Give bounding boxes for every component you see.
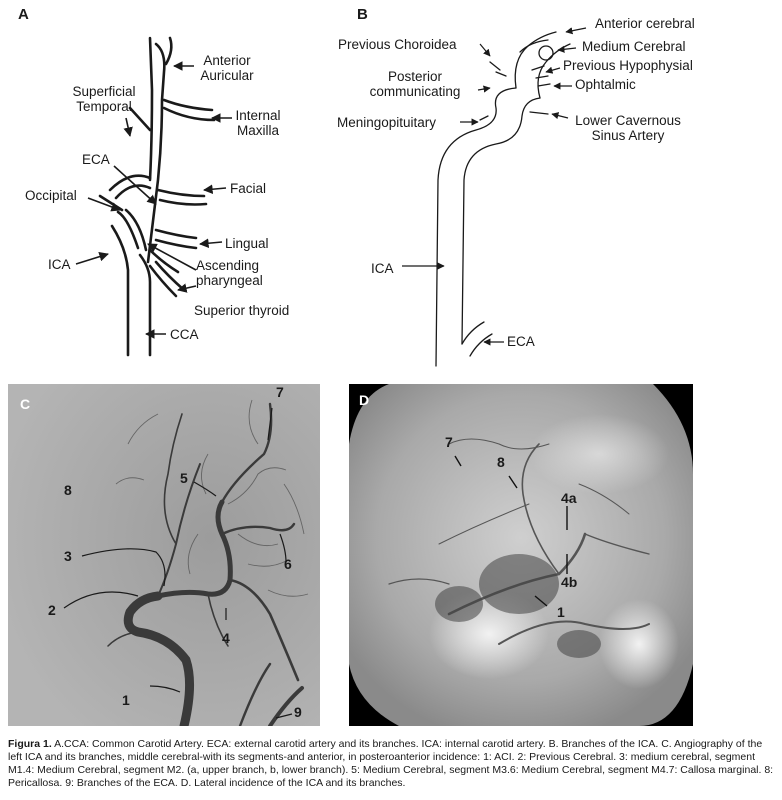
caption-text: A.CCA: Common Carotid Artery. ECA: exter… [8,738,774,789]
d-number-4b: 4b [561,574,578,590]
c-number-4: 4 [222,630,230,646]
d-number-1: 1 [557,604,565,620]
figure-caption: Figura 1. A.CCA: Common Carotid Artery. … [8,738,774,790]
label-occipital: Occipital [25,188,77,203]
d-number-4a: 4a [561,490,577,506]
label-medium-cerebral: Medium Cerebral [582,39,686,54]
c-number-6: 6 [284,556,292,572]
label-ophtalmic: Ophtalmic [575,77,636,92]
angiogram-c: C 8 7 5 6 3 2 4 1 9 [8,384,320,726]
c-number-8: 8 [64,482,72,498]
label-cca: CCA [170,327,199,342]
label-facial: Facial [230,181,267,196]
label-meningopituitary: Meningopituitary [337,115,437,130]
label-eca-b: ECA [507,334,535,349]
label-eca: ECA [82,152,110,167]
label-ica-b: ICA [371,261,394,276]
label-anterior-cerebral: Anterior cerebral [595,16,695,31]
d-number-7: 7 [445,434,453,450]
c-number-7: 7 [276,384,284,400]
angiogram-d-vessels [349,384,693,726]
panel-b-letter: B [357,6,368,23]
label-previous-choroidea: Previous Choroidea [338,37,457,52]
panel-b-artery-diagram [402,27,587,367]
label-previous-hypophysial: Previous Hypophysial [563,58,693,73]
panel-a-letter: A [18,6,29,23]
angiogram-c-vessels [8,384,320,726]
c-number-5: 5 [180,470,188,486]
label-lingual: Lingual [225,236,269,251]
c-number-2: 2 [48,602,56,618]
c-number-1: 1 [122,692,130,708]
angiogram-d: D 7 8 4a 4b 1 [349,384,693,726]
panel-a-artery-diagram [75,36,232,357]
label-ica-a: ICA [48,257,71,272]
c-number-9: 9 [294,704,302,720]
caption-label: Figura 1. [8,738,52,750]
panel-c-letter: C [20,396,31,412]
d-number-8: 8 [497,454,505,470]
panel-d-letter: D [359,392,370,408]
label-superior-thyroid: Superior thyroid [194,303,290,318]
c-number-3: 3 [64,548,72,564]
